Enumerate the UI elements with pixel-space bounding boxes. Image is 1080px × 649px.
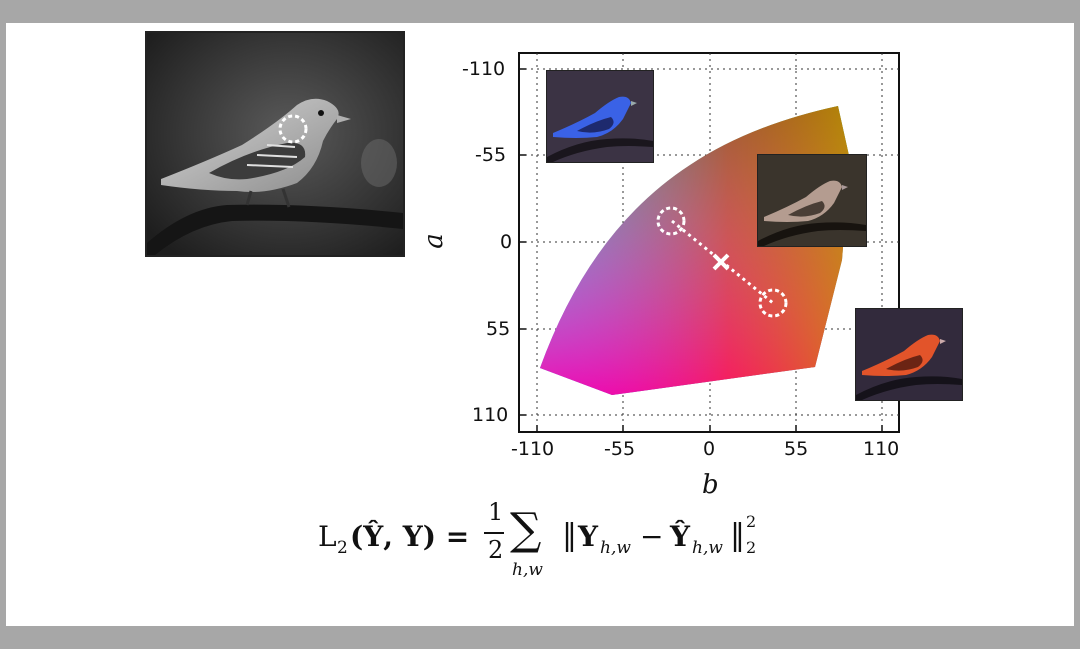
x-axis-label: b (702, 470, 719, 500)
formula-frac-denominator: 2 (488, 536, 504, 564)
formula-L-subscript: 2 (337, 538, 348, 558)
mean-x-marker (712, 253, 730, 271)
formula-sigma: ∑ (510, 504, 542, 555)
blue-hypothesis-marker (656, 206, 686, 236)
grayscale-bird-photo (145, 31, 405, 257)
formula-Y: Y (578, 520, 598, 553)
formula-frac-numerator: 1 (488, 498, 504, 526)
formula-lhs-args: (Ŷ, Y) = (350, 520, 470, 553)
formula-L: L (318, 520, 337, 553)
red-bird-thumbnail (855, 308, 963, 401)
x-tick-label: 0 (703, 438, 716, 460)
y-tick-label: -110 (462, 58, 506, 80)
y-tick-label: -55 (475, 144, 507, 166)
neutral-bird-thumbnail (757, 154, 867, 247)
formula-subscript: 2 (746, 538, 757, 557)
x-tick-label: 110 (863, 438, 900, 460)
formula-norm-open: ‖ (562, 518, 577, 553)
formula-norm-close: ‖ (730, 518, 745, 553)
formula-Y-hat-subscript: h,w (692, 538, 723, 558)
formula-Y-subscript: h,w (600, 538, 631, 558)
x-tick-label: -110 (511, 438, 555, 460)
formula-sigma-subscript: h,w (512, 560, 543, 580)
formula-frac-bar (484, 532, 504, 534)
tick-marks (519, 68, 883, 432)
l2-loss-formula: L 2 (Ŷ, Y) = 1 2 ∑ h,w ‖ Y h,w − Ŷ h,w ‖… (310, 498, 790, 588)
x-tick-label: -55 (604, 438, 636, 460)
y-tick-label: 55 (486, 318, 511, 340)
blue-bird-thumbnail (546, 70, 654, 163)
y-tick-label: 110 (472, 404, 509, 426)
formula-superscript: 2 (746, 512, 757, 531)
formula-Y-hat: Ŷ (670, 520, 690, 553)
y-axis-label: a (418, 233, 449, 249)
x-tick-label: 55 (784, 438, 809, 460)
red-hypothesis-marker (758, 288, 788, 318)
y-tick-label: 0 (500, 231, 513, 253)
formula-minus: − (640, 520, 664, 553)
